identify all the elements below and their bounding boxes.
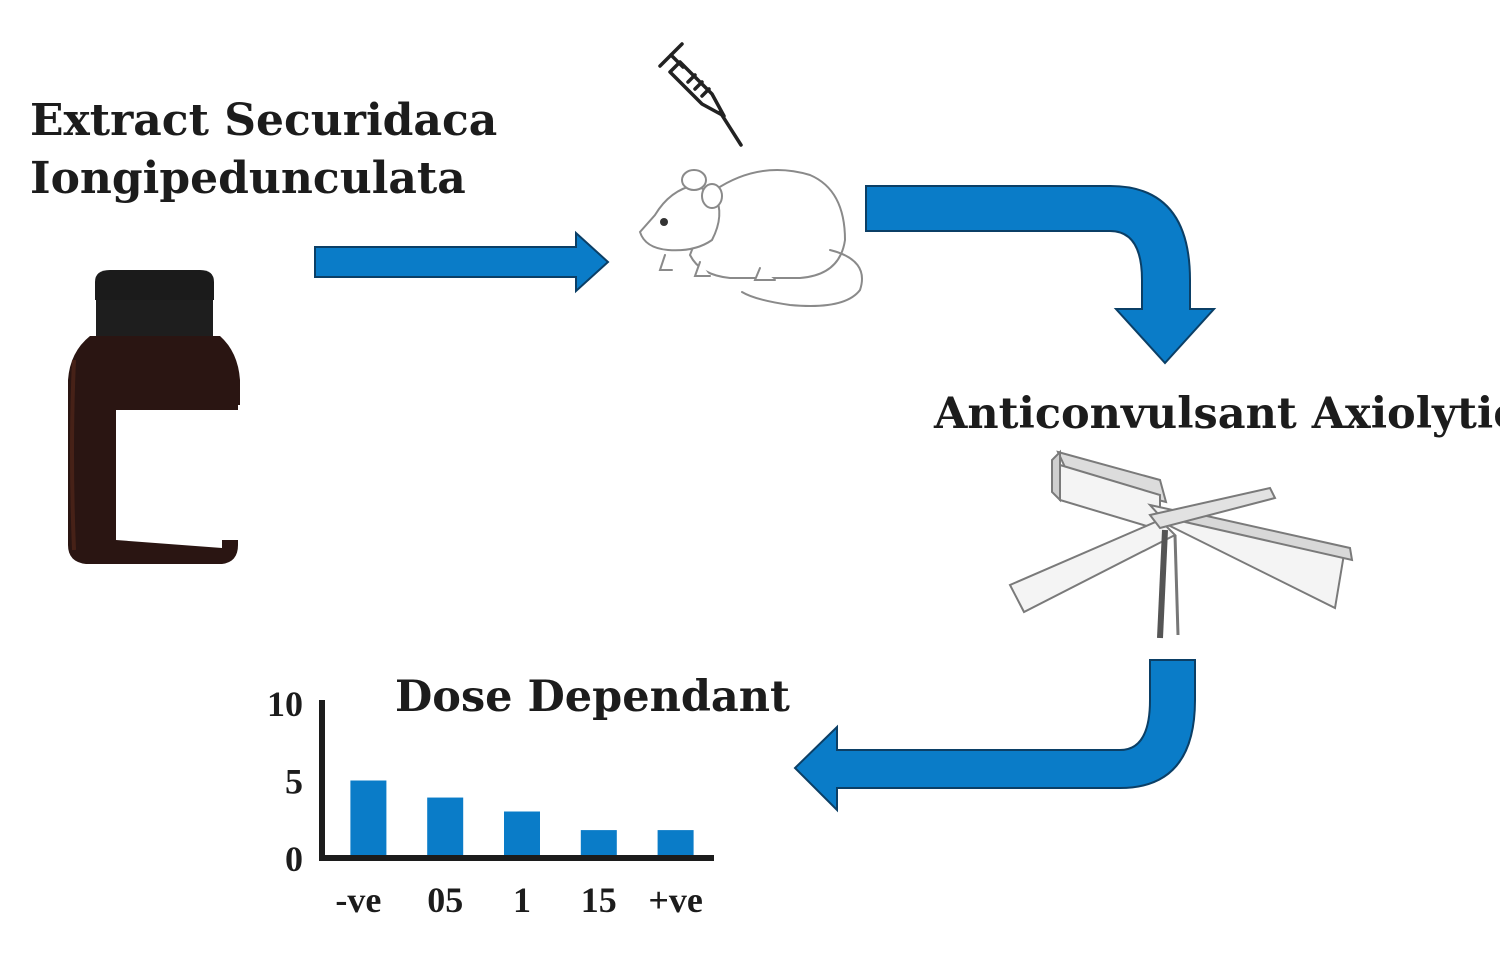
elevated-plus-maze-icon: [1008, 449, 1354, 639]
bar: [350, 780, 387, 855]
y-tick-label: 5: [285, 762, 303, 802]
dose-title: Dose Dependant: [395, 672, 790, 722]
bar: [657, 830, 694, 855]
mouse-icon: [638, 169, 863, 307]
y-tick-label: 0: [285, 839, 303, 879]
extract-title-line2: Iongipedunculata: [30, 153, 466, 204]
arrow-to-chart: [793, 659, 1196, 813]
extract-bottle-icon: [68, 270, 240, 564]
x-tick-label: 15: [581, 880, 617, 920]
extract-title: Extract Securidaca Iongipedunculata: [30, 92, 497, 208]
bar: [580, 830, 617, 855]
outcome-title: Anticonvulsant Axiolytic: [934, 389, 1500, 439]
x-tick-label: -ve: [335, 880, 381, 920]
x-tick-label: 1: [513, 880, 531, 920]
x-tick-label: +ve: [648, 880, 703, 920]
arrow-to-maze: [865, 185, 1217, 365]
extract-title-line1: Extract Securidaca: [30, 95, 498, 146]
arrow-to-mouse: [314, 230, 610, 294]
bar: [504, 811, 540, 855]
x-tick-label: 05: [427, 880, 463, 920]
y-tick-label: 10: [267, 684, 303, 724]
syringe-icon: [658, 42, 743, 147]
bar: [427, 797, 464, 855]
